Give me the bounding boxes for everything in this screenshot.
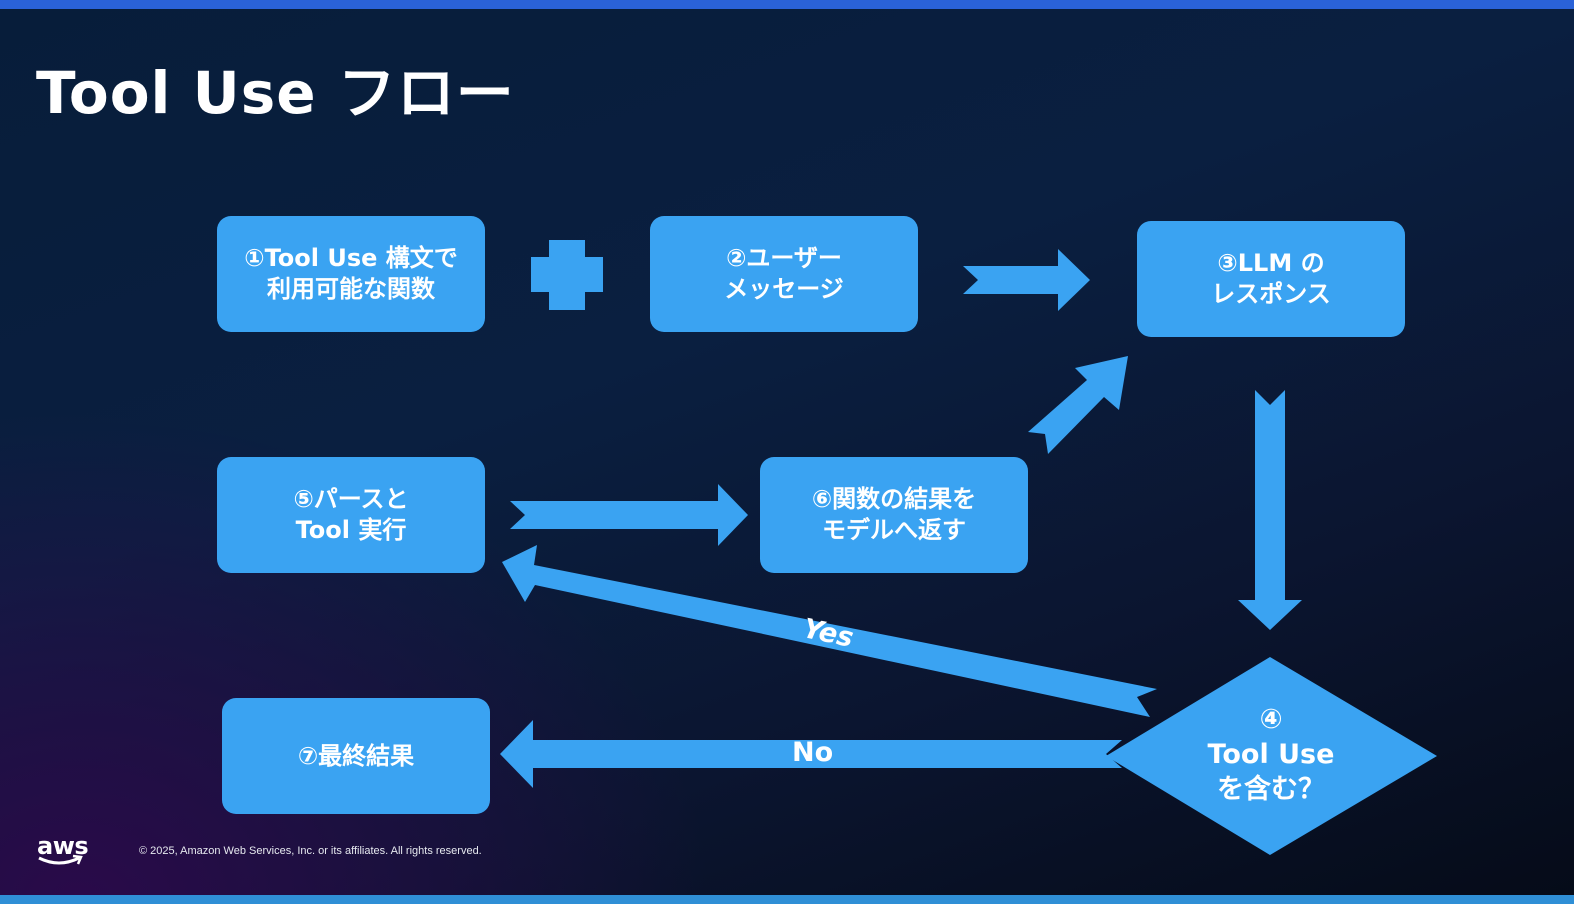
node-llm-response: ③LLM の レスポンス <box>1137 221 1405 337</box>
arrow-4-to-5-yes <box>502 545 1157 717</box>
node-return-result: ⑥関数の結果を モデルへ返す <box>760 457 1028 573</box>
top-accent-bar <box>0 0 1574 9</box>
arrow-2-to-3 <box>963 249 1090 311</box>
aws-logo: aws <box>37 832 89 860</box>
aws-smile-icon <box>38 854 83 865</box>
node-parse-and-execute: ⑤パースと Tool 実行 <box>217 457 485 573</box>
arrow-4-to-7-no <box>500 720 1122 788</box>
plus-icon <box>531 240 603 310</box>
slide-title: Tool Use フロー <box>36 59 515 127</box>
node-user-message: ②ユーザー メッセージ <box>650 216 918 332</box>
arrow-6-to-3 <box>1028 356 1128 454</box>
node-available-functions: ①Tool Use 構文で 利用可能な関数 <box>217 216 485 332</box>
decision-diamond <box>1106 657 1437 855</box>
node-contains-tool-use: ④ Tool Use を含む？ <box>1207 703 1335 805</box>
copyright-text: © 2025, Amazon Web Services, Inc. or its… <box>139 845 482 857</box>
arrow-5-to-6 <box>510 484 748 546</box>
edge-label-no: No <box>792 737 834 768</box>
node-final-result: ⑦最終結果 <box>222 698 490 814</box>
bottom-accent-bar <box>0 895 1574 904</box>
arrow-3-to-4 <box>1238 390 1302 630</box>
